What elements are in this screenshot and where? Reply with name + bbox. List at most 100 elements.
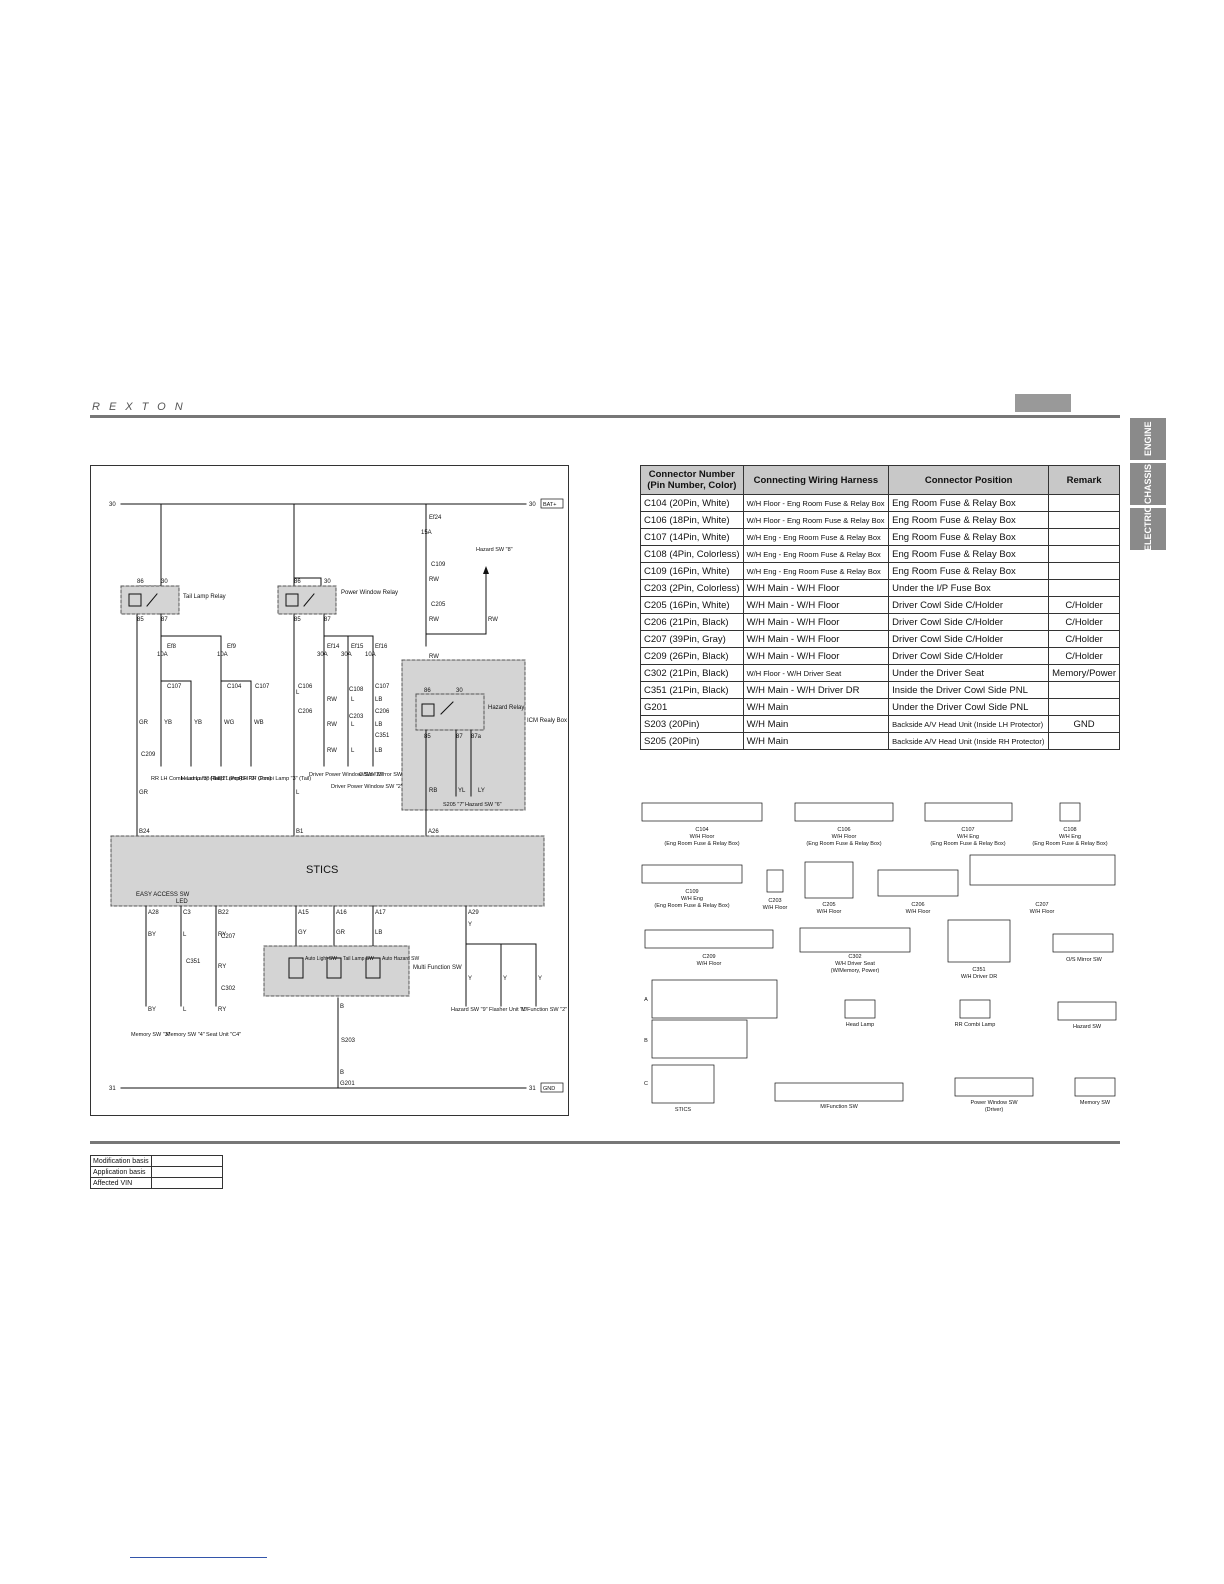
svg-text:GR: GR: [336, 930, 346, 936]
cell-harness: W/H Main - W/H Floor: [742, 647, 890, 665]
svg-text:Ef14: Ef14: [327, 644, 340, 650]
svg-text:(Eng Room Fuse & Relay Box): (Eng Room Fuse & Relay Box): [1032, 841, 1107, 847]
cell-harness: W/H Eng - Eng Room Fuse & Relay Box: [742, 528, 890, 546]
side-tab-electric[interactable]: ELECTRIC: [1130, 507, 1166, 552]
svg-text:Ef16: Ef16: [375, 644, 388, 650]
svg-text:C107: C107: [375, 684, 390, 690]
svg-text:W/H Floor: W/H Floor: [817, 909, 842, 915]
svg-text:W/H Floor: W/H Floor: [906, 909, 931, 915]
svg-text:W/H Eng: W/H Eng: [1059, 834, 1081, 840]
svg-text:RR RH Combi Lamp "3" (Tail): RR RH Combi Lamp "3" (Tail): [239, 776, 311, 782]
cell-connector: S203 (20Pin): [640, 715, 744, 733]
affected-vin-label: Affected VIN: [90, 1177, 152, 1189]
cell-connector: C106 (18Pin, White): [640, 511, 744, 529]
svg-text:85: 85: [137, 617, 144, 623]
svg-text:C351: C351: [972, 967, 985, 973]
svg-text:86: 86: [424, 688, 431, 694]
svg-text:YB: YB: [194, 720, 202, 726]
cell-connector: C209 (26Pin, Black): [640, 647, 744, 665]
svg-text:Y: Y: [503, 976, 507, 982]
cell-remark: GND: [1048, 715, 1120, 733]
rail-30-left: 30: [109, 502, 116, 508]
svg-text:W/H Driver Seat: W/H Driver Seat: [835, 961, 875, 967]
table-row: C106 (18Pin, White)W/H Floor - Eng Room …: [640, 511, 1120, 529]
svg-text:A: A: [644, 997, 648, 1003]
application-basis-label: Application basis: [90, 1166, 152, 1178]
svg-text:C106: C106: [837, 827, 850, 833]
cell-position: Driver Cowl Side C/Holder: [888, 596, 1050, 614]
svg-text:RW: RW: [327, 748, 337, 754]
page-number-tab: [1015, 394, 1071, 412]
multi-function-switch: Auto Light SW Tail Lamp SW Auto Hazard S…: [263, 945, 462, 997]
svg-text:RY: RY: [218, 932, 226, 938]
svg-text:30A: 30A: [341, 652, 352, 658]
svg-text:30: 30: [161, 579, 168, 585]
svg-text:C203: C203: [349, 714, 364, 720]
svg-text:87: 87: [161, 617, 168, 623]
cell-connector: C107 (14Pin, White): [640, 528, 744, 546]
svg-text:30: 30: [456, 688, 463, 694]
table-row: C104 (20Pin, White)W/H Floor - Eng Room …: [640, 494, 1120, 512]
svg-text:RY: RY: [218, 1007, 226, 1013]
svg-text:LB: LB: [375, 697, 382, 703]
svg-text:M/Function SW "2": M/Function SW "2": [521, 1007, 567, 1013]
cell-harness: W/H Main - W/H Driver DR: [742, 681, 890, 699]
svg-text:RW: RW: [327, 697, 337, 703]
svg-text:C107: C107: [255, 684, 270, 690]
svg-text:GY: GY: [298, 930, 307, 936]
cell-position: Eng Room Fuse & Relay Box: [888, 494, 1050, 512]
svg-text:B: B: [340, 1004, 344, 1010]
svg-text:Tail Lamp Relay: Tail Lamp Relay: [183, 594, 226, 600]
svg-text:RR LH Combi Lamp "3" (Tail): RR LH Combi Lamp "3" (Tail): [151, 776, 222, 782]
header-remark: Remark: [1048, 465, 1120, 495]
affected-vin-value: [150, 1177, 223, 1189]
footer-link-underline[interactable]: [130, 1557, 267, 1558]
modification-basis-value: [150, 1155, 223, 1167]
application-basis-value: [150, 1166, 223, 1178]
svg-text:RW: RW: [327, 722, 337, 728]
svg-text:RB: RB: [429, 788, 437, 794]
svg-text:O/Side Mirror SW "8" (Fold): O/Side Mirror SW "8" (Fold): [359, 772, 427, 778]
modification-table: Modification basis Application basis Aff…: [90, 1155, 223, 1189]
cell-position: Backside A/V Head Unit (Inside RH Protec…: [888, 732, 1050, 750]
svg-text:M/Function SW: M/Function SW: [820, 1104, 858, 1110]
bottom-divider: [90, 1141, 1120, 1144]
svg-text:87: 87: [324, 617, 331, 623]
cell-harness: W/H Floor - Eng Room Fuse & Relay Box: [742, 494, 890, 512]
svg-text:C: C: [644, 1081, 648, 1087]
svg-text:B24: B24: [139, 829, 150, 835]
svg-text:(Eng Room Fuse & Relay Box): (Eng Room Fuse & Relay Box): [930, 841, 1005, 847]
svg-text:Tail Lamp SW: Tail Lamp SW: [343, 956, 374, 962]
svg-text:C106: C106: [298, 684, 313, 690]
svg-text:W/H Floor: W/H Floor: [763, 905, 788, 911]
cell-remark: [1048, 732, 1120, 750]
cell-harness: W/H Eng - Eng Room Fuse & Relay Box: [742, 562, 890, 580]
svg-text:W/H Floor: W/H Floor: [1030, 909, 1055, 915]
svg-text:LED: LED: [176, 899, 188, 905]
cell-harness: W/H Main - W/H Floor: [742, 579, 890, 597]
svg-text:B22: B22: [218, 910, 229, 916]
svg-text:S203: S203: [341, 1038, 356, 1044]
svg-text:87: 87: [456, 734, 463, 740]
side-tab-engine[interactable]: ENGINE: [1130, 418, 1166, 460]
svg-text:Memory SW "3": Memory SW "3": [131, 1032, 170, 1038]
side-tab-chassis[interactable]: CHASSIS: [1130, 463, 1166, 505]
svg-text:C207: C207: [221, 934, 236, 940]
cell-remark: [1048, 545, 1120, 563]
svg-text:LB: LB: [375, 930, 382, 936]
cell-position: Inside the Driver Cowl Side PNL: [888, 681, 1050, 699]
svg-text:C104: C104: [695, 827, 708, 833]
svg-text:87a: 87a: [471, 734, 482, 740]
modification-basis-label: Modification basis: [90, 1155, 152, 1167]
svg-text:30: 30: [324, 579, 331, 585]
svg-text:L: L: [183, 932, 187, 938]
header-connector-position: Connector Position: [888, 465, 1050, 495]
svg-text:Power Window Relay: Power Window Relay: [341, 590, 398, 596]
table-row: C107 (14Pin, White)W/H Eng - Eng Room Fu…: [640, 528, 1120, 546]
svg-text:B: B: [340, 1070, 344, 1076]
svg-text:Multi Function SW: Multi Function SW: [413, 965, 462, 971]
svg-text:10A: 10A: [365, 652, 376, 658]
svg-text:(Eng Room Fuse & Relay Box): (Eng Room Fuse & Relay Box): [664, 841, 739, 847]
svg-text:C203: C203: [768, 898, 781, 904]
